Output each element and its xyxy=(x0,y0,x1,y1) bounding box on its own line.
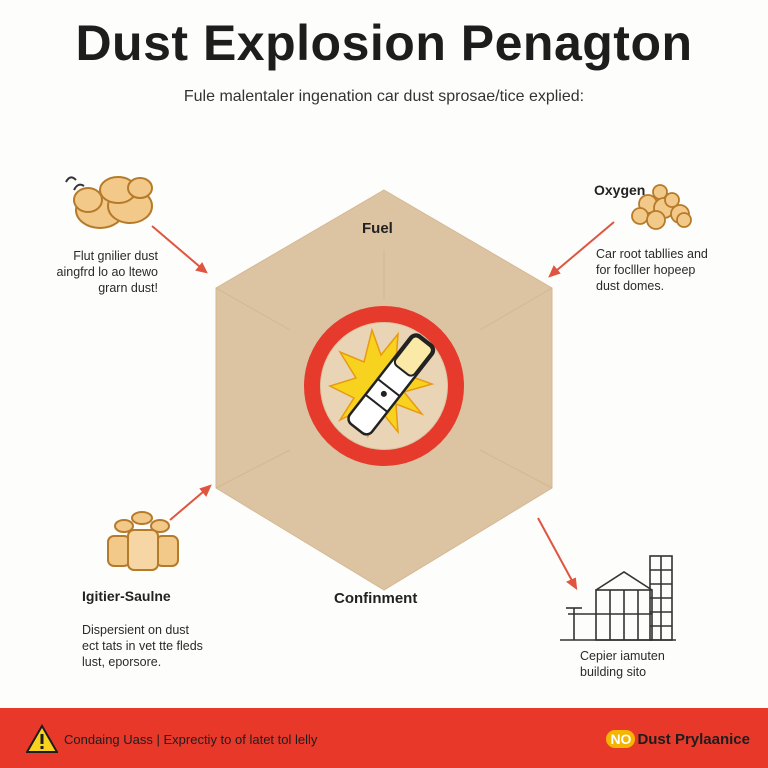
hexagon-facets xyxy=(215,250,553,489)
no-badge: NO xyxy=(606,730,636,748)
warning-triangle-icon xyxy=(26,724,58,753)
ignition-description: Dispersient on dust ect tats in vet tte … xyxy=(82,623,203,669)
dust-pile-icon xyxy=(65,176,153,229)
building-silo-icon xyxy=(560,555,676,641)
dust-cloud-icon xyxy=(631,184,692,230)
label-fuel: Fuel xyxy=(362,220,393,237)
no-lighter-icon xyxy=(304,306,464,466)
explosion-diagram xyxy=(65,176,692,641)
brand-name: Dust Prylaanice xyxy=(637,731,750,748)
page-subtitle: Fule malentaler ingenation car dust spro… xyxy=(183,88,585,105)
label-confinement: Confinment xyxy=(334,590,418,607)
footer-bar: Condaing Uass | Exprectiy to of latet to… xyxy=(0,708,768,768)
label-oxygen: Oxygen xyxy=(594,182,646,198)
page-title: Dust Explosion Penagton xyxy=(75,15,693,71)
label-ignition: Igitier-Saulne xyxy=(82,588,171,604)
fuel-description: Flut gnilier dust aingfrd lo ao ltewo gr… xyxy=(56,249,158,295)
oxygen-description: Car root tabllies and for foclller hopee… xyxy=(596,247,708,293)
dust-containers-icon xyxy=(107,511,179,571)
footer-warning-text: Condaing Uass | Exprectiy to of latet to… xyxy=(64,732,318,747)
confinement-description: Cepier iamuten building sito xyxy=(580,649,665,679)
connector-arrows xyxy=(151,221,615,591)
